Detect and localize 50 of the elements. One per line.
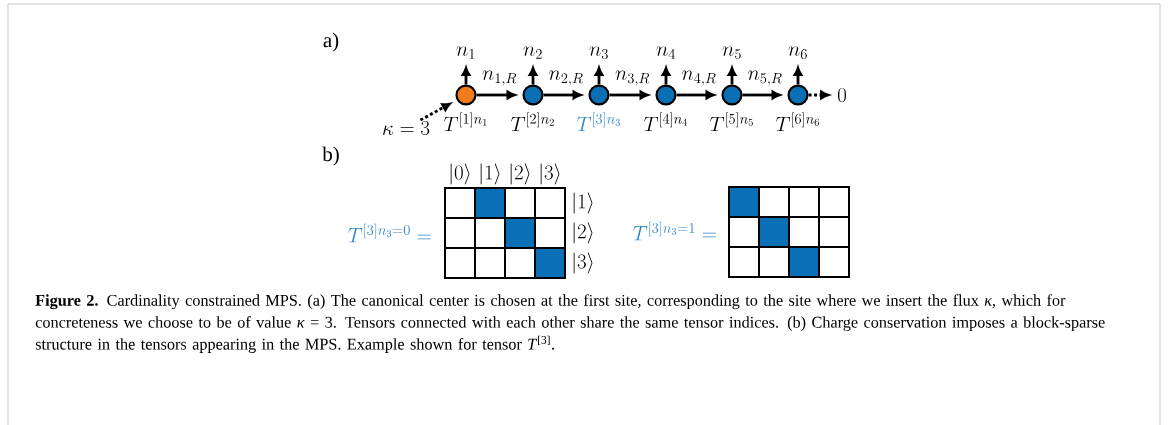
tensor-label: $T^{[1]n_1}$: [444, 112, 487, 132]
state-label: $|2\rangle$: [510, 163, 530, 185]
arrow: [476, 90, 516, 100]
arrow: [419, 102, 451, 122]
edge-label: $n_{1,R}$: [482, 70, 517, 86]
tensor-circle: [522, 84, 544, 106]
equation-label: $T^{[3]n_3=0} =$: [348, 223, 431, 243]
arrow: [461, 66, 471, 85]
tensor-circle: [588, 84, 610, 106]
tensor-label: $T^{[3]n_3}$: [577, 112, 620, 132]
edge-label: $n_3$: [589, 46, 608, 60]
caption: Figure 2. Cardinality constrained MPS. (a) The canonical center is chosen at the first site, corresponding to the site where we insert the flux κ, which for concreteness we choose to be of value κ = 3. Tensors connected with each other share the same tensor indices. (b) Charge conservation imposes a block-sparse structure in the tensors appearing in the MPS. Example shown for tensor T$^{[3]}$.: [35, 294, 1105, 353]
tensor-label: $T^{[4]n_4}$: [644, 112, 688, 132]
arrow: [609, 90, 649, 100]
arrow: [676, 90, 715, 100]
equation-label: $T^{[3]n_3=1} =$: [633, 221, 716, 241]
state-label: $|3\rangle$: [540, 163, 560, 185]
arrow: [594, 66, 604, 85]
edge-label: $n_{2,R}$: [549, 70, 583, 86]
edge-label: $n_2$: [523, 46, 542, 59]
arrow: [543, 90, 582, 100]
arrow: [661, 66, 671, 85]
arrow: [727, 66, 737, 85]
tensor-circle: [787, 84, 809, 106]
edge-label: $n_1$: [456, 46, 475, 59]
edge-label: $n_{5,R}$: [748, 70, 782, 86]
tensor-label: $T^{[5]n_5}$: [710, 112, 753, 132]
panel-label: a): [323, 32, 339, 52]
state-label: $|1\rangle$: [573, 192, 593, 214]
tensor-label: $T^{[6]n_6}$: [776, 112, 819, 132]
node-label: $\kappa = 3$: [383, 120, 430, 136]
state-label: $|0\rangle$: [450, 163, 470, 185]
arrow: [528, 66, 538, 85]
panel-label: b): [322, 146, 339, 166]
arrow: [742, 90, 781, 100]
arrow: [808, 90, 830, 100]
node-label: $0$: [838, 87, 846, 103]
state-label: $|2\rangle$: [573, 222, 593, 244]
edge-label: $n_{3,R}$: [615, 70, 650, 86]
edge-label: $n_4$: [656, 46, 676, 59]
edge-label: $n_{4,R}$: [682, 70, 716, 86]
tensor-circle: [655, 84, 677, 106]
tensor-label: $T^{[2]n_2}$: [511, 112, 554, 132]
state-label: $|1\rangle$: [480, 163, 500, 185]
tensor-circle: [455, 84, 477, 106]
state-label: $|3\rangle$: [573, 252, 593, 274]
tensor-circle: [721, 84, 743, 106]
arrow: [793, 66, 803, 85]
edge-label: $n_6$: [788, 46, 807, 60]
edge-label: $n_5$: [722, 46, 741, 60]
